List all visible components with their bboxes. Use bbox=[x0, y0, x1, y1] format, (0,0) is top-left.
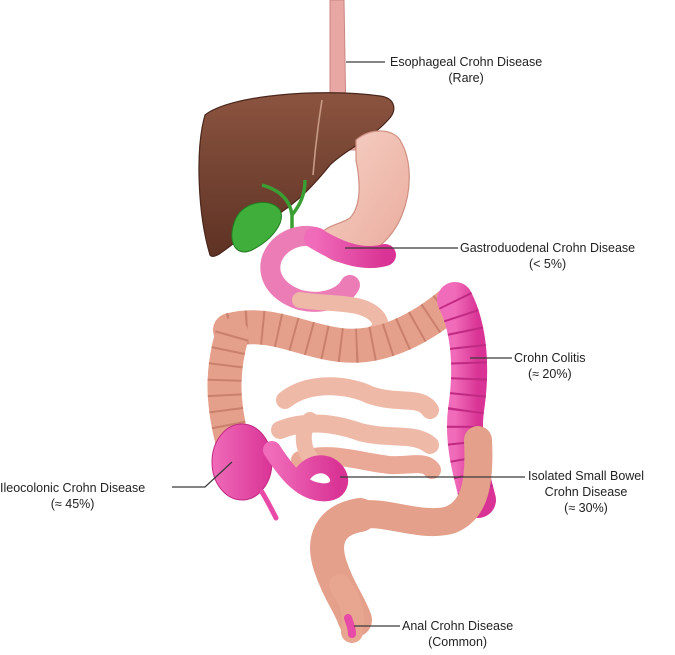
appendix bbox=[262, 492, 276, 518]
label-gastroduodenal-note: (< 5%) bbox=[460, 256, 635, 272]
label-ileocolonic: Ileocolonic Crohn Disease (≈ 45%) bbox=[0, 480, 145, 512]
label-esophageal-name: Esophageal Crohn Disease bbox=[390, 54, 542, 70]
label-anal: Anal Crohn Disease (Common) bbox=[402, 618, 513, 650]
label-small-bowel-line2: Crohn Disease bbox=[528, 484, 644, 500]
label-gastroduodenal-name: Gastroduodenal Crohn Disease bbox=[460, 240, 635, 256]
label-colitis: Crohn Colitis (≈ 20%) bbox=[514, 350, 586, 382]
label-ileocolonic-note: (≈ 45%) bbox=[0, 496, 145, 512]
label-esophageal-note: (Rare) bbox=[390, 70, 542, 86]
label-anal-note: (Common) bbox=[402, 634, 513, 650]
label-small-bowel-note: (≈ 30%) bbox=[528, 500, 644, 516]
cecum-inflamed bbox=[212, 424, 272, 500]
label-colitis-note: (≈ 20%) bbox=[514, 366, 586, 382]
label-anal-name: Anal Crohn Disease bbox=[402, 618, 513, 634]
label-small-bowel-line1: Isolated Small Bowel bbox=[528, 468, 644, 484]
label-ileocolonic-name: Ileocolonic Crohn Disease bbox=[0, 480, 145, 496]
label-colitis-name: Crohn Colitis bbox=[514, 350, 586, 366]
label-esophageal: Esophageal Crohn Disease (Rare) bbox=[390, 54, 542, 86]
label-gastroduodenal: Gastroduodenal Crohn Disease (< 5%) bbox=[460, 240, 635, 272]
label-small-bowel: Isolated Small Bowel Crohn Disease (≈ 30… bbox=[528, 468, 644, 516]
anus-inflamed bbox=[348, 618, 352, 634]
small-bowel-loops bbox=[280, 386, 432, 470]
